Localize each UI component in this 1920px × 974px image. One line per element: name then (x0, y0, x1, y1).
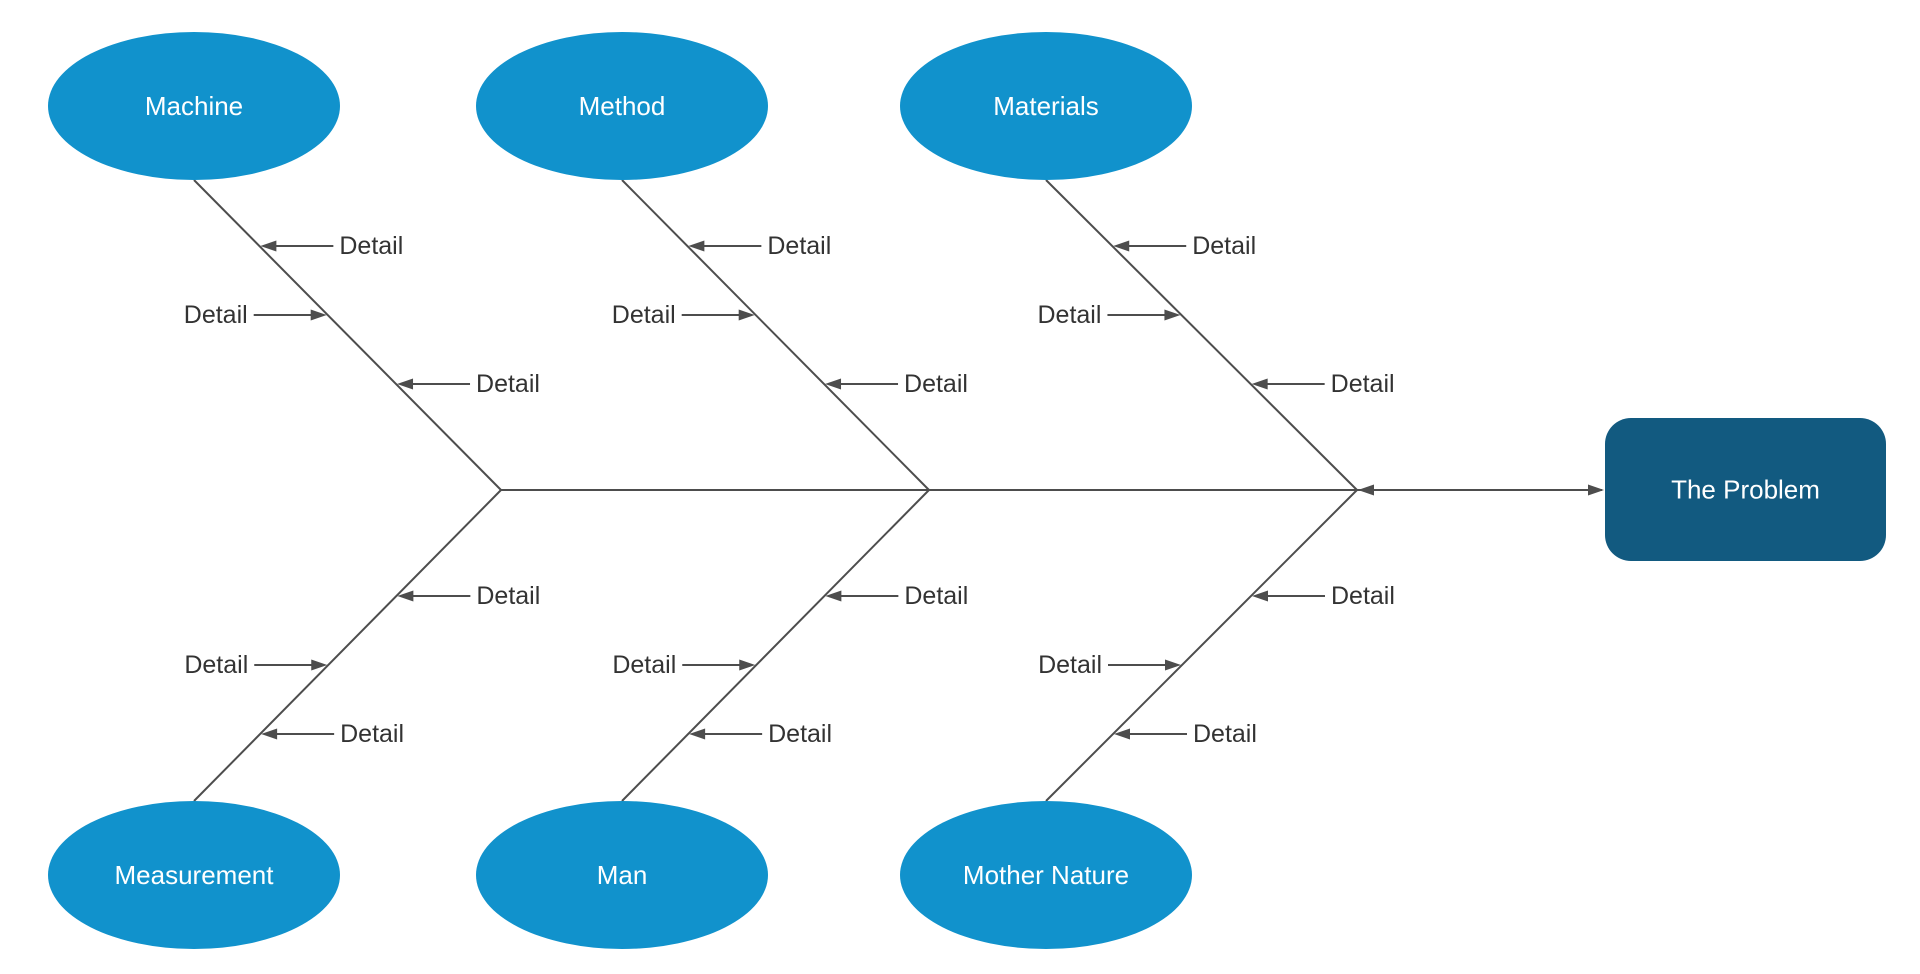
detail-arrowhead (311, 659, 328, 671)
bone-machine[interactable] (193, 179, 502, 491)
detail-arrowhead (310, 309, 327, 321)
detail-arrowhead (1251, 378, 1268, 390)
detail-arrowhead (739, 659, 756, 671)
detail-label-materials[interactable]: Detail (1192, 232, 1256, 260)
category-label-materials: Materials (993, 91, 1098, 121)
detail-arrowhead (261, 728, 278, 740)
bone-method[interactable] (621, 179, 930, 491)
detail-arrowhead (825, 378, 842, 390)
spine-arrowhead-right (1588, 484, 1604, 496)
detail-label-measurement[interactable]: Detail (476, 582, 540, 610)
category-label-method: Method (579, 91, 666, 121)
detail-arrowhead (1164, 309, 1181, 321)
category-node-measurement[interactable] (48, 801, 340, 949)
detail-arrowhead (1113, 240, 1130, 252)
category-label-man: Man (597, 860, 648, 890)
category-node-method[interactable] (476, 32, 768, 180)
detail-arrowhead (689, 728, 706, 740)
detail-label-machine[interactable]: Detail (476, 370, 540, 398)
category-label-measurement: Measurement (115, 860, 275, 890)
detail-label-method[interactable]: Detail (767, 232, 831, 260)
detail-arrowhead (688, 240, 705, 252)
detail-label-measurement[interactable]: Detail (340, 720, 404, 748)
category-label-machine: Machine (145, 91, 243, 121)
category-node-mother-nature[interactable] (900, 801, 1192, 949)
category-node-machine[interactable] (48, 32, 340, 180)
detail-label-method[interactable]: Detail (904, 370, 968, 398)
detail-arrowhead (1252, 590, 1268, 602)
detail-label-mother-nature[interactable]: Detail (1331, 582, 1395, 610)
detail-arrowhead (397, 378, 414, 390)
category-node-man[interactable] (476, 801, 768, 949)
detail-label-man[interactable]: Detail (768, 720, 832, 748)
detail-label-method[interactable]: Detail (612, 301, 676, 329)
bone-materials[interactable] (1045, 179, 1358, 491)
bone-man[interactable] (621, 489, 930, 802)
detail-arrowhead (260, 240, 277, 252)
category-label-mother-nature: Mother Nature (963, 860, 1129, 890)
problem-node[interactable] (1605, 418, 1886, 561)
detail-arrowhead (397, 590, 414, 602)
problem-label: The Problem (1671, 475, 1820, 505)
detail-label-machine[interactable]: Detail (184, 301, 248, 329)
detail-arrowhead (825, 590, 842, 602)
detail-label-man[interactable]: Detail (904, 582, 968, 610)
detail-label-materials[interactable]: Detail (1331, 370, 1395, 398)
detail-label-measurement[interactable]: Detail (184, 651, 248, 679)
spine-arrowhead-left (1358, 484, 1374, 496)
detail-label-man[interactable]: Detail (612, 651, 676, 679)
category-node-materials[interactable] (900, 32, 1192, 180)
bone-measurement[interactable] (193, 489, 502, 802)
detail-arrowhead (1114, 728, 1130, 740)
detail-label-materials[interactable]: Detail (1038, 301, 1102, 329)
detail-label-mother-nature[interactable]: Detail (1038, 651, 1102, 679)
detail-label-machine[interactable]: Detail (339, 232, 403, 260)
bone-mother-nature[interactable] (1045, 489, 1358, 802)
detail-arrowhead (738, 309, 755, 321)
detail-arrowhead (1165, 659, 1181, 671)
detail-label-mother-nature[interactable]: Detail (1193, 720, 1257, 748)
